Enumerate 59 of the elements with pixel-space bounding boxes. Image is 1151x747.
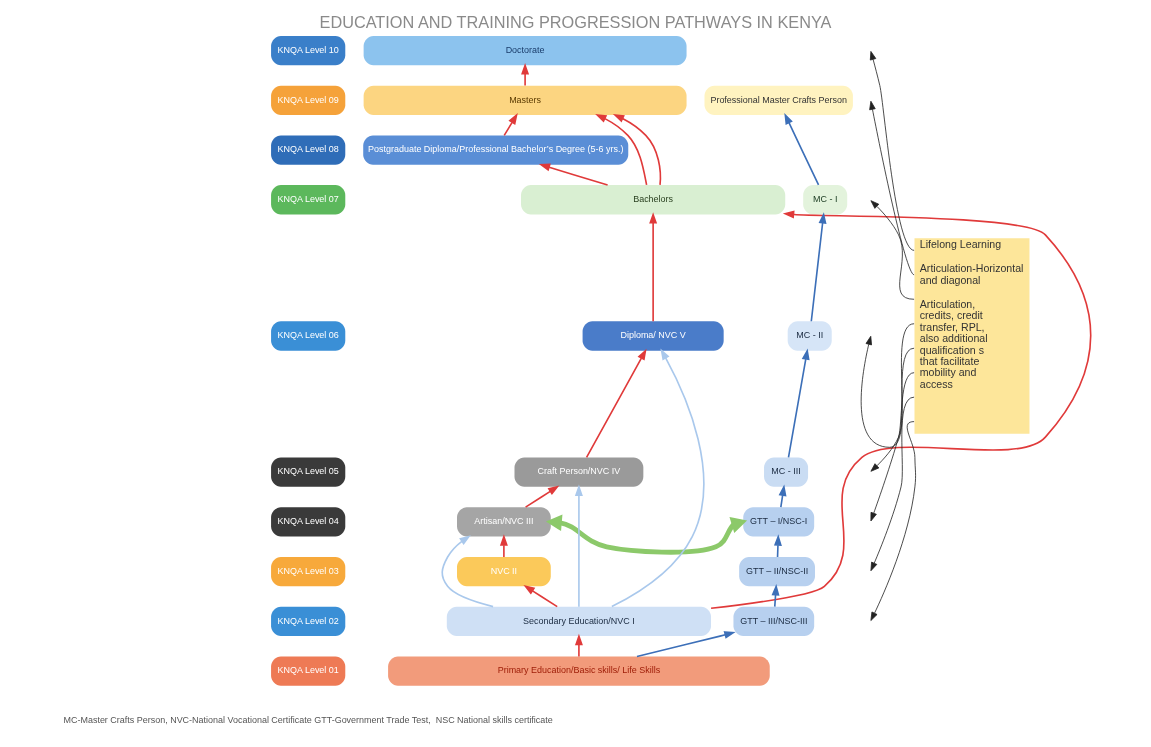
node-box: Professional Master Crafts Person (704, 85, 853, 115)
arrow (810, 212, 827, 323)
arrow (869, 51, 915, 251)
node-box: NVC II (457, 557, 551, 587)
node-box: KNQA Level 01 (271, 656, 346, 686)
arrow (710, 210, 1092, 610)
arrow (636, 631, 736, 658)
node-box: GTT – II/NSC-II (739, 557, 815, 587)
diagram-title: EDUCATION AND TRAINING PROGRESSION PATHWAYS IN KENYA (319, 12, 832, 31)
arrow (870, 200, 915, 300)
arrow (870, 372, 915, 522)
arrow (574, 633, 583, 658)
node-box: MC - III (764, 457, 809, 487)
node-box: Secondary Education/NVC I (446, 606, 712, 637)
arrow (869, 100, 915, 276)
node-box: Diploma/ NVC V (582, 321, 724, 351)
arrow (538, 163, 609, 186)
node-box: KNQA Level 03 (271, 557, 346, 587)
arrow (771, 584, 780, 608)
arrow (523, 585, 559, 608)
arrow (778, 484, 787, 508)
node-box: KNQA Level 04 (271, 507, 346, 537)
arrow (595, 113, 648, 186)
node-box: KNQA Level 09 (271, 85, 346, 115)
node-box: MC - II (787, 321, 832, 351)
node-box: MC - I (803, 185, 848, 215)
arrow (612, 113, 662, 186)
node-box: Postgraduate Diploma/Professional Bachelor’s Degree (5-6 yrs.) (363, 135, 629, 165)
arrow (503, 113, 518, 137)
arrow (611, 348, 705, 608)
node-box: KNQA Level 02 (271, 606, 346, 637)
node-box: Primary Education/Basic skills/ Life Skills (388, 656, 770, 686)
node-box: Doctorate (363, 35, 687, 66)
node-box: KNQA Level 07 (271, 185, 346, 215)
node-box: Bachelors (521, 185, 786, 215)
node-box: GTT – I/NSC-I (743, 507, 815, 537)
arrow (870, 396, 915, 572)
arrow (574, 484, 583, 608)
node-box: KNQA Level 05 (271, 457, 346, 487)
node-box: KNQA Level 08 (271, 135, 346, 165)
node-box: Artisan/NVC III (457, 507, 551, 537)
arrow (545, 514, 748, 555)
arrow (787, 348, 810, 459)
node-box: Lifelong Learning Articulation-Horizontal and diagonal Articulation, credits, credit transfer, RPL, also additional qualification s that facilitate mobility and access (914, 238, 1030, 434)
node-box: KNQA Level 06 (271, 321, 346, 351)
arrow (870, 421, 916, 621)
node-box: KNQA Level 10 (271, 35, 346, 66)
arrow (521, 62, 530, 87)
arrow (441, 535, 494, 608)
arrow (784, 112, 820, 186)
arrow (499, 534, 508, 558)
node-box: Craft Person/NVC IV (514, 457, 644, 487)
arrow (585, 348, 647, 459)
arrow (870, 347, 915, 472)
arrow (524, 485, 560, 508)
node-box: GTT – III/NSC-III (733, 606, 815, 637)
node-box: Masters (363, 85, 687, 115)
caption: MC-Master Crafts Person, NVC-National Vocational Certificate GTT-Government Trade Test, NSC National skills certificate (63, 715, 553, 726)
arrow (649, 212, 658, 323)
